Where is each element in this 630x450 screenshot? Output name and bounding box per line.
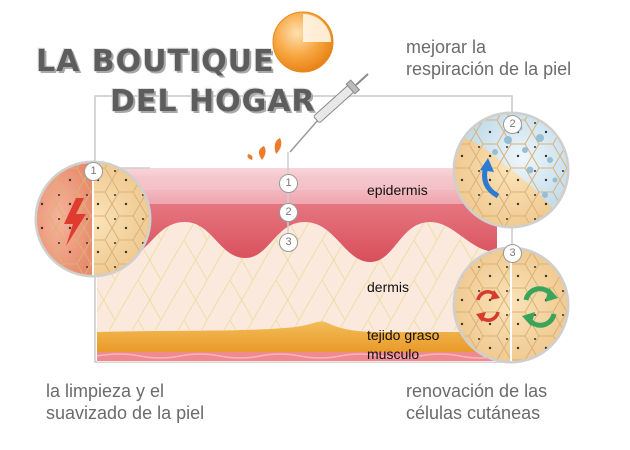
caption-bottom-left: la limpieza y el suavizado de la piel <box>46 380 204 424</box>
depth-marker-3: 3 <box>279 233 298 252</box>
label-fat: tejido graso <box>367 327 439 343</box>
callout-badge-3: 3 <box>503 244 522 263</box>
logo-orange-icon <box>273 12 333 72</box>
caption-top-right: mejorar la respiración de la piel <box>406 36 571 80</box>
logo-line-2: DEL HOGAR <box>110 84 316 119</box>
callout-badge-1: 1 <box>84 162 103 181</box>
callout-badge-2: 2 <box>503 115 522 134</box>
label-dermis: dermis <box>367 279 409 295</box>
label-epidermis: epidermis <box>367 182 428 198</box>
depth-marker-1: 1 <box>279 174 298 193</box>
caption-bottom-right: renovación de las células cutáneas <box>406 380 547 424</box>
depth-marker-2: 2 <box>279 203 298 222</box>
label-muscle: musculo <box>367 346 419 362</box>
splash-icon <box>248 138 282 160</box>
callout-circle-3 <box>454 248 568 362</box>
logo-line-1: LA BOUTIQUE <box>36 44 275 79</box>
